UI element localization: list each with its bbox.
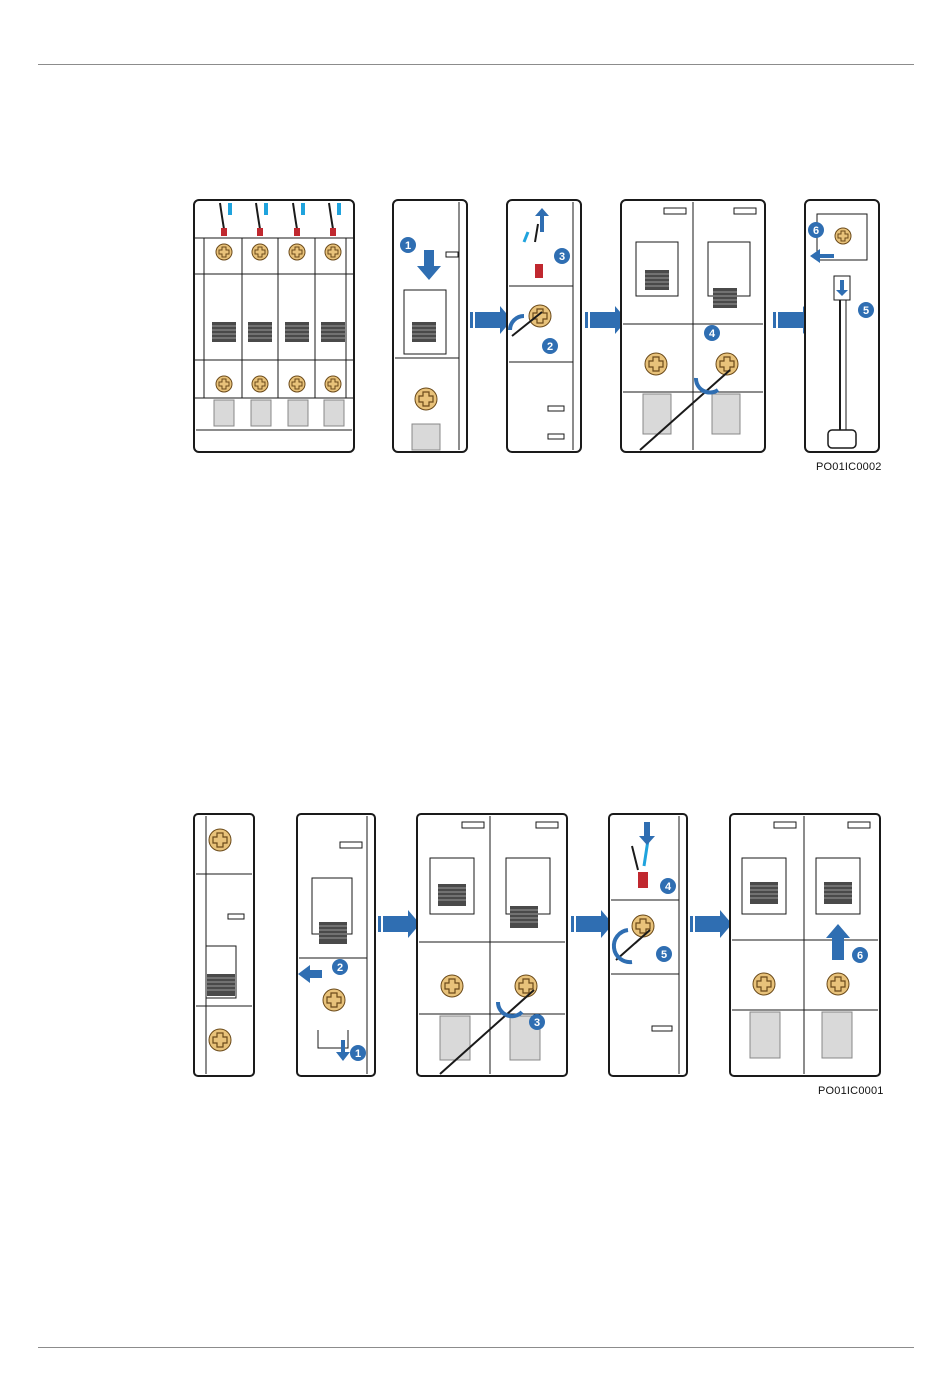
step-label: 6 (857, 950, 863, 962)
step-badge: 5 (858, 302, 874, 318)
figure-remove-breaker-illustration: 1 2 3 4 5 6 (0, 195, 950, 480)
panel-step-6 (730, 814, 880, 1076)
step-label: 4 (665, 881, 672, 893)
panel-steps-1-2 (297, 814, 375, 1076)
step-label: 6 (813, 225, 819, 237)
step-label: 1 (355, 1048, 361, 1060)
step-label: 5 (661, 949, 667, 961)
step-label: 5 (863, 305, 869, 317)
step-label: 1 (405, 240, 411, 252)
figure-install-breaker-illustration: 1 2 3 4 5 6 (0, 808, 950, 1098)
panel-step-1 (393, 200, 467, 452)
step-badge: 1 (350, 1045, 366, 1061)
panel-steps-2-3 (507, 200, 581, 452)
panel-step-3 (417, 814, 567, 1076)
panel-four-breakers (194, 200, 354, 452)
step-label: 2 (337, 962, 343, 974)
step-label: 4 (709, 328, 716, 340)
step-label: 3 (534, 1017, 540, 1029)
panel-steps-4-5 (609, 814, 687, 1076)
step-badge: 6 (852, 947, 868, 963)
figure-remove-breaker: 1 2 3 4 5 6 PO01IC0002 (0, 195, 950, 480)
step-badge: 1 (400, 237, 416, 253)
step-badge: 2 (542, 338, 558, 354)
step-badge: 3 (554, 248, 570, 264)
step-badge: 4 (704, 325, 720, 341)
step-badge: 3 (529, 1014, 545, 1030)
figure-code: PO01IC0001 (818, 1085, 884, 1097)
header-rule (38, 64, 914, 65)
panel-single-breaker (194, 814, 254, 1076)
figure-install-breaker: 1 2 3 4 5 6 PO01IC0001 (0, 808, 950, 1098)
step-badge: 2 (332, 959, 348, 975)
step-badge: 5 (656, 946, 672, 962)
panel-step-4 (621, 200, 765, 452)
footer-rule (38, 1347, 914, 1348)
step-label: 3 (559, 251, 565, 263)
step-badge: 6 (808, 222, 824, 238)
figure-code: PO01IC0002 (816, 461, 882, 473)
step-label: 2 (547, 341, 553, 353)
step-badge: 4 (660, 878, 676, 894)
